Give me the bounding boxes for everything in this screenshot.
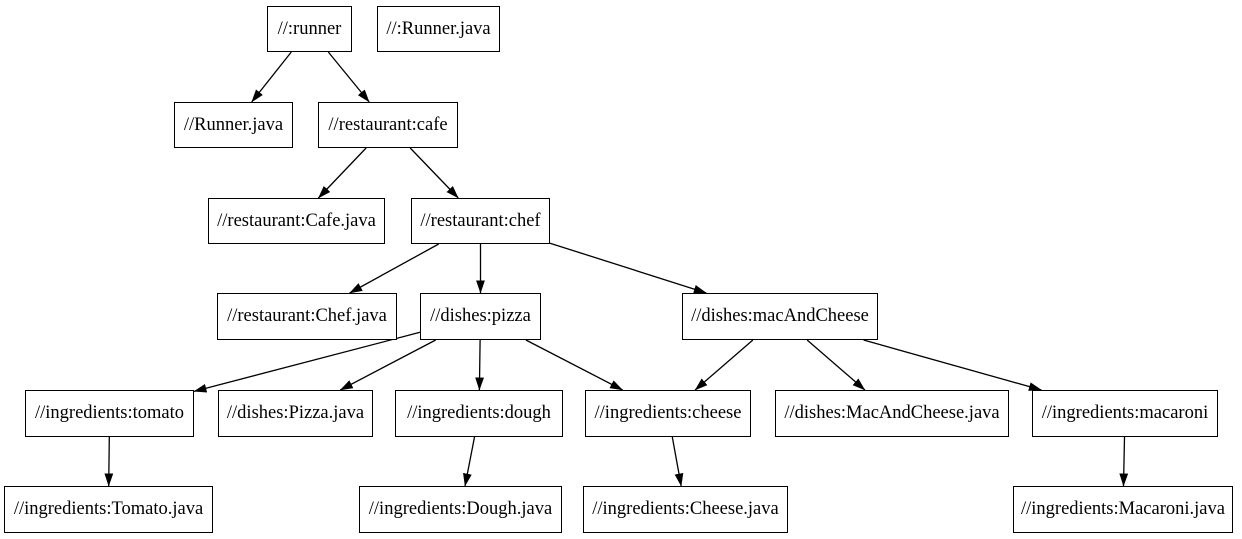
- graph-node-runner_java: //Runner.java: [174, 102, 293, 148]
- dependency-edge-pizza--dough: [475, 339, 484, 391]
- dependency-edge-macaroni--macaroni_java: [1119, 436, 1129, 487]
- dependency-edge-mac_and_cheese--macaroni: [863, 339, 1042, 391]
- graph-node-chef: //restaurant:chef: [411, 198, 550, 244]
- graph-node-cafe_java: //restaurant:Cafe.java: [208, 198, 385, 244]
- graph-node-mac_and_cheese_java: //dishes:MacAndCheese.java: [775, 390, 1009, 437]
- graph-node-pizza_java: //dishes:Pizza.java: [218, 390, 373, 437]
- dependency-edge-chef--chef_java: [349, 243, 440, 294]
- graph-node-runner_java_target: //:Runner.java: [377, 6, 500, 52]
- graph-node-chef_java: //restaurant:Chef.java: [217, 293, 397, 340]
- dependency-edge-mac_and_cheese--cheese: [694, 339, 754, 391]
- dependency-edge-tomato--tomato_java: [104, 436, 114, 487]
- graph-node-runner: //:runner: [267, 6, 352, 52]
- dependency-edge-cheese--cheese_java: [671, 436, 684, 487]
- dependency-edge-chef--mac_and_cheese: [549, 242, 707, 294]
- dependency-edge-runner--cafe: [327, 51, 370, 103]
- edge-group: [104, 51, 1129, 487]
- graph-node-macaroni: //ingredients:macaroni: [1032, 390, 1218, 437]
- dependency-edge-pizza--pizza_java: [339, 339, 437, 391]
- graph-node-pizza: //dishes:pizza: [420, 293, 541, 340]
- graph-node-cheese: //ingredients:cheese: [585, 390, 751, 437]
- dependency-edge-cafe--chef: [409, 147, 459, 199]
- graph-node-mac_and_cheese: //dishes:macAndCheese: [682, 293, 878, 340]
- dependency-edge-cafe--cafe_java: [317, 147, 367, 199]
- graph-node-dough_java: //ingredients:Dough.java: [359, 486, 562, 533]
- graph-node-tomato: //ingredients:tomato: [25, 390, 194, 437]
- graph-node-cheese_java: //ingredients:Cheese.java: [583, 486, 788, 533]
- dependency-edge-runner--runner_java: [251, 51, 292, 103]
- dependency-edge-dough--dough_java: [463, 436, 476, 487]
- graph-node-dough: //ingredients:dough: [395, 390, 563, 437]
- graph-node-macaroni_java: //ingredients:Macaroni.java: [1013, 486, 1233, 533]
- graph-node-tomato_java: //ingredients:Tomato.java: [4, 486, 213, 533]
- dependency-edge-pizza--cheese: [525, 339, 624, 391]
- graph-node-cafe: //restaurant:cafe: [318, 102, 458, 148]
- dependency-edge-mac_and_cheese--mac_and_cheese_java: [806, 339, 866, 391]
- dependency-edge-pizza--tomato: [193, 331, 421, 393]
